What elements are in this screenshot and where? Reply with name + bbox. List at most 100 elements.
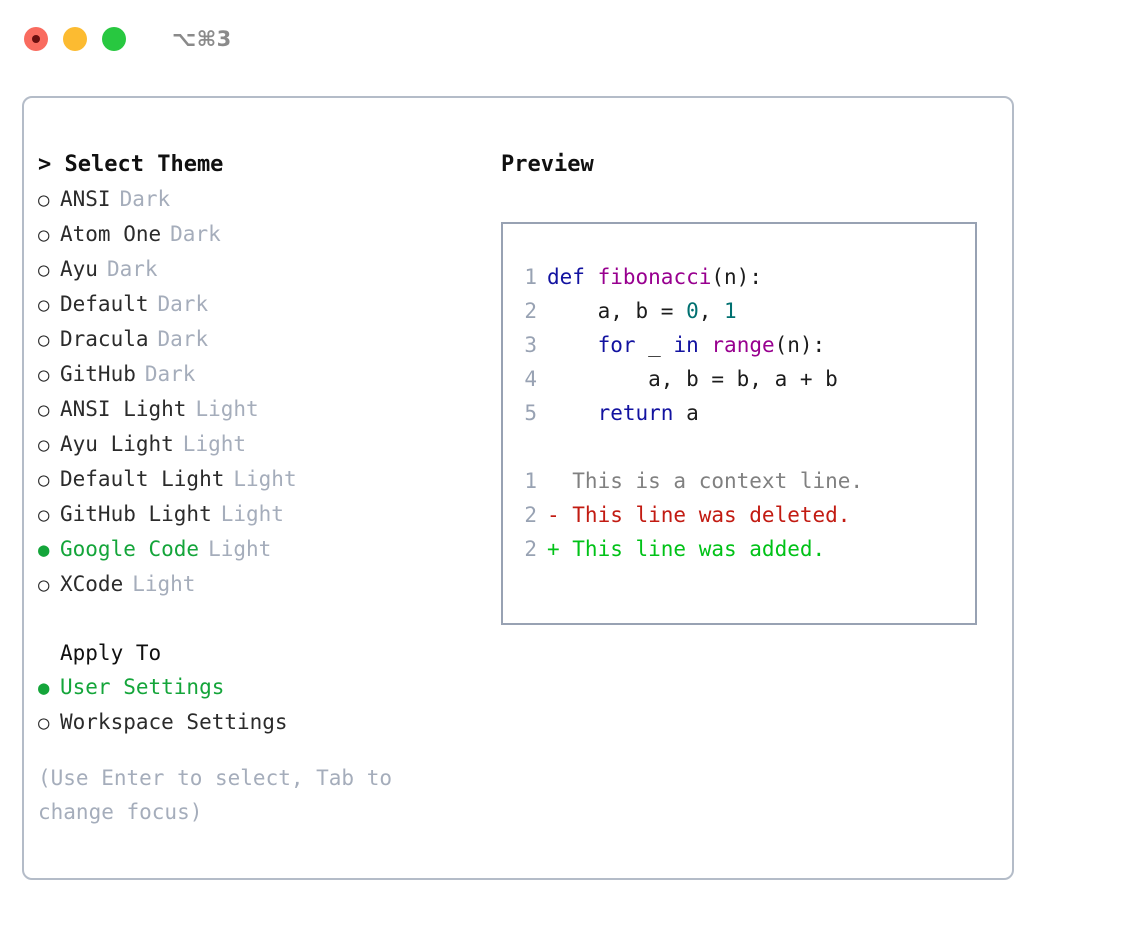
theme-category: Light [220,502,284,526]
theme-category: Light [182,432,247,456]
token-fn: fibonacci [597,265,712,289]
theme-option[interactable]: ○ Ayu Light Light [38,427,498,462]
token-num: 1 [724,299,737,323]
token-kw: for [597,333,636,357]
token-pln [547,401,598,425]
diff-line: 1 This is a context line. [503,464,975,498]
minimize-button[interactable] [63,27,87,51]
line-number: 1 [524,265,537,289]
theme-name: XCode [60,572,124,596]
code-line: 5 return a [503,396,975,430]
radio-selected-icon[interactable]: ● [38,539,50,561]
radio-unselected-icon[interactable]: ○ [38,574,50,596]
diff-text: This is a context line. [547,464,863,498]
theme-name: Google Code [60,537,200,561]
token-kw: def [547,265,585,289]
radio-selected-icon[interactable]: ● [38,677,50,699]
diff-sample: 1 This is a context line.2- This line wa… [503,464,975,566]
theme-category: Light [132,572,196,596]
token-pln: , [698,299,725,323]
code-line: 1 def fibonacci(n): [503,260,975,294]
radio-unselected-icon[interactable]: ○ [38,259,50,281]
theme-category: Light [233,467,297,491]
code-text: a, b = b, a + b [547,362,838,396]
apply-to-label: Workspace Settings [60,710,288,734]
token-pln [585,265,598,289]
radio-unselected-icon[interactable]: ○ [38,469,50,491]
theme-name: Atom One [60,222,162,246]
radio-unselected-icon[interactable]: ○ [38,189,50,211]
theme-name: Dracula [60,327,149,351]
code-text: for _ in range(n): [547,328,826,362]
theme-option[interactable]: ○ Dracula Dark [38,322,498,357]
theme-name: Ayu Light [60,432,174,456]
token-pln: a, b = [547,299,687,323]
diff-line: 2 + This line was added. [503,532,975,566]
theme-name: Ayu [60,257,98,281]
theme-option[interactable]: ○ ANSI Dark [38,182,498,217]
radio-unselected-icon[interactable]: ○ [38,434,50,456]
code-line: 2 a, b = 0, 1 [503,294,975,328]
theme-category: Dark [144,362,196,386]
close-button[interactable] [24,27,48,51]
token-pln: a [673,401,699,425]
traffic-lights [24,27,126,51]
token-pln: (n): [774,333,826,357]
diff-text: + This line was added. [547,532,825,566]
radio-unselected-icon[interactable]: ○ [38,399,50,421]
theme-name: GitHub [60,362,136,386]
theme-option[interactable]: ○ GitHub Dark [38,357,498,392]
radio-unselected-icon[interactable]: ○ [38,294,50,316]
radio-unselected-icon[interactable]: ○ [38,504,50,526]
line-number: 2 [524,537,537,561]
theme-option[interactable]: ○ Ayu Dark [38,252,498,287]
theme-name: Default [60,292,149,316]
keyboard-hint: (Use Enter to select, Tab to change focu… [38,766,405,824]
code-text: a, b = 0, 1 [547,294,737,328]
radio-unselected-icon[interactable]: ○ [38,364,50,386]
theme-option[interactable]: ○ XCode Light [38,567,498,602]
token-pln [699,333,712,357]
radio-unselected-icon[interactable]: ○ [38,224,50,246]
line-number: 3 [524,333,537,357]
diff-text: - This line was deleted. [547,498,850,532]
theme-name: ANSI Light [60,397,187,421]
theme-name: ANSI [60,187,111,211]
title-bar: ⌥⌘3 [0,0,1140,78]
theme-category: Dark [119,187,171,211]
token-pln: a, b = b, a + b [547,367,838,391]
maximize-button[interactable] [102,27,126,51]
token-pln [547,333,598,357]
token-num: 0 [686,299,699,323]
code-line: 4 a, b = b, a + b [503,362,975,396]
line-number: 2 [524,299,537,323]
apply-to-option[interactable]: ● User Settings [38,670,498,705]
code-diff-gap [503,430,975,464]
theme-category: Dark [106,257,158,281]
line-number: 1 [524,469,537,493]
token-kw: in [673,333,699,357]
token-add: + This line was added. [547,537,826,561]
apply-to-label: User Settings [60,675,225,699]
code-text: def fibonacci(n): [547,260,762,294]
apply-to-option[interactable]: ○ Workspace Settings [38,705,498,740]
diff-line: 2- This line was deleted. [503,498,975,532]
apply-to-list[interactable]: ● User Settings ○ Workspace Settings [38,670,498,740]
apply-to-header: Apply To [60,641,162,665]
preview-header: Preview [501,152,594,177]
radio-unselected-icon[interactable]: ○ [38,712,50,734]
theme-category: Dark [157,327,209,351]
radio-unselected-icon[interactable]: ○ [38,329,50,351]
